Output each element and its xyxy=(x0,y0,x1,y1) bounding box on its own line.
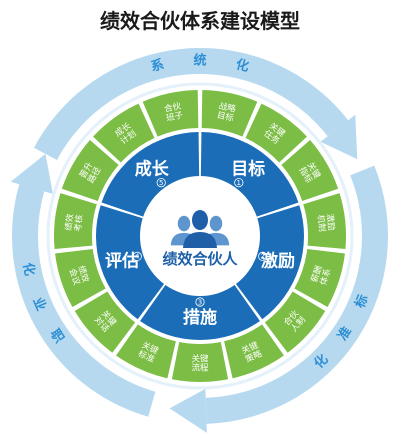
green-cell xyxy=(294,248,345,308)
blue-ring: 目标1 激励2 措施3 评估4 成长5 xyxy=(95,132,304,340)
ring-arrow-icon xyxy=(10,153,53,194)
blue-sector-label: 目标 xyxy=(231,159,265,180)
number-badge-icon xyxy=(132,251,142,261)
green-cell-line: 薪酬 xyxy=(309,264,325,284)
blue-sector-label: 激励 xyxy=(261,250,295,271)
outer-ring-word-char: 标 xyxy=(352,292,372,311)
outer-ring-segment xyxy=(34,48,349,160)
person-head-icon xyxy=(192,210,208,230)
green-cell-line: 战略 xyxy=(218,101,237,115)
green-cell-line: 流程 xyxy=(191,363,209,374)
blue-sector xyxy=(95,205,165,320)
blue-sector xyxy=(101,132,200,217)
green-cell xyxy=(264,291,326,353)
number-badge-icon xyxy=(234,178,244,188)
green-cell xyxy=(303,193,346,249)
number-badge-icon xyxy=(195,297,205,307)
green-cell xyxy=(93,103,155,163)
green-cell-label: 合伙班子 xyxy=(163,100,184,124)
green-cell xyxy=(61,140,119,202)
green-cell xyxy=(201,90,258,137)
green-cell xyxy=(74,291,136,353)
green-cell-line: 班子 xyxy=(165,110,184,124)
green-cell xyxy=(142,90,199,137)
outer-ring-word-char: 化 xyxy=(20,261,38,277)
sector-number: 3 xyxy=(198,298,202,306)
blue-sector-label: 措施 xyxy=(183,307,217,328)
green-cell-label: 战略目标 xyxy=(216,101,237,125)
person-head-icon xyxy=(177,215,191,232)
green-cell-line: 关键 xyxy=(191,353,209,364)
people-icon xyxy=(170,210,230,248)
green-cell-label: 薪酬体系 xyxy=(309,264,334,286)
outer-ring-word-char: 统 xyxy=(193,53,206,69)
person-body-icon xyxy=(183,232,217,248)
person-head-icon xyxy=(209,215,223,232)
sector-number: 5 xyxy=(159,179,163,187)
number-badge-icon xyxy=(258,251,268,261)
green-cell-line: 机制 xyxy=(315,214,328,232)
outer-ring-word-char: 业 xyxy=(29,295,49,313)
sector-number: 4 xyxy=(135,253,140,261)
outer-ring-word-char: 系 xyxy=(149,56,165,75)
center-label: 绩效合伙人 xyxy=(162,250,238,268)
green-cell-line: 激励 xyxy=(324,213,337,231)
sector-number: 2 xyxy=(261,253,265,261)
ring-arrow-icon xyxy=(169,388,207,433)
blue-sector xyxy=(200,132,299,217)
green-cell xyxy=(224,324,284,379)
outer-ring-words: 系统化标准化职业化 xyxy=(20,53,372,372)
green-cell xyxy=(281,140,339,202)
sector-number: 1 xyxy=(237,179,241,187)
green-cell-label: 激励机制 xyxy=(315,213,337,232)
number-badge-icon xyxy=(156,178,166,188)
green-cell-line: 体系 xyxy=(318,267,334,287)
blue-sector-label: 评估 xyxy=(105,250,139,271)
green-cell-line: 会议 xyxy=(66,267,82,287)
green-cell xyxy=(245,103,307,163)
green-cell-label: 绩效考核 xyxy=(63,213,85,233)
green-cell xyxy=(54,193,97,249)
green-cell-line: 绩效 xyxy=(75,264,91,284)
center-hub: 绩效合伙人 xyxy=(144,180,256,292)
green-cell-line: 合伙 xyxy=(163,100,182,114)
green-cell-line: 目标 xyxy=(216,110,235,124)
green-cell xyxy=(55,248,106,308)
blue-sector xyxy=(235,205,304,320)
green-cell-label: 绩效会议 xyxy=(66,264,91,287)
green-ring: 战略目标关键任务关键指标激励机制薪酬体系合伙人制关键策略关键流程关键标准关键对话… xyxy=(54,90,346,382)
green-cell-label: 关键流程 xyxy=(191,353,209,373)
green-cell xyxy=(171,341,229,382)
green-cell-line: 考核 xyxy=(72,214,85,233)
outer-ring-segment xyxy=(205,165,389,424)
blue-sector xyxy=(140,285,260,340)
diagram-title: 绩效合伙体系建设模型 xyxy=(100,9,300,33)
outer-ring-word-char: 化 xyxy=(234,56,250,75)
outer-ring-segment xyxy=(11,184,156,417)
green-cell-line: 绩效 xyxy=(63,213,76,232)
blue-sector-label: 成长 xyxy=(135,159,170,180)
ring-arrow-icon xyxy=(320,114,358,160)
green-cell xyxy=(116,324,176,379)
